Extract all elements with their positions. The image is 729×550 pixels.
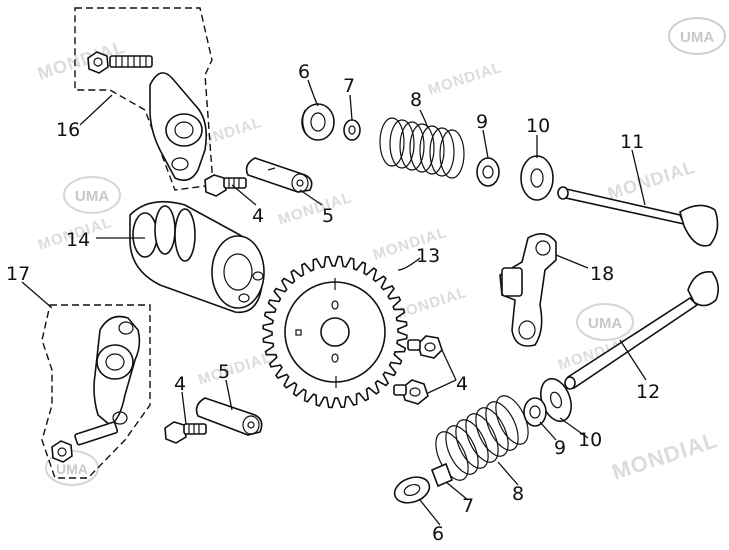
callout-6: 6 xyxy=(298,61,310,83)
logo-text: UMA xyxy=(75,188,109,205)
bolt-upper xyxy=(204,174,247,197)
valve-lower xyxy=(564,271,720,390)
valve-spring-upper xyxy=(379,117,465,179)
valve-seal-lower xyxy=(523,397,547,427)
callout-5: 5 xyxy=(322,205,334,227)
callout-9: 9 xyxy=(476,111,488,133)
callout-5: 5 xyxy=(218,361,230,383)
callout-8: 8 xyxy=(512,483,524,505)
callout-4: 4 xyxy=(456,373,468,395)
callout-8: 8 xyxy=(410,89,422,111)
rocker-pin-lower xyxy=(195,397,263,436)
camshaft xyxy=(129,200,265,314)
logo-text: UMA xyxy=(588,315,622,332)
callout-11: 11 xyxy=(620,131,644,153)
callout-4: 4 xyxy=(252,205,264,227)
group-boundary-17 xyxy=(41,304,151,479)
logo-text: UMA xyxy=(56,461,88,477)
bolt-lower xyxy=(164,421,207,444)
callout-17: 17 xyxy=(6,263,30,285)
callout-7: 7 xyxy=(462,495,474,517)
watermark-text: MONDIAL xyxy=(426,59,504,99)
callout-6: 6 xyxy=(432,523,444,545)
uma-logo: UMA xyxy=(63,176,121,214)
callout-9: 9 xyxy=(554,437,566,459)
valve-spring-lower xyxy=(435,395,529,481)
watermark-text: MONDIAL xyxy=(196,349,274,389)
valve-cotter-lower xyxy=(430,462,454,488)
callouts: 16 6 7 8 9 10 11 4 5 14 13 17 18 4 5 4 1… xyxy=(6,61,660,545)
rocker-pin-upper xyxy=(245,157,313,193)
callout-14: 14 xyxy=(66,229,90,251)
callout-7: 7 xyxy=(343,75,355,97)
callout-13: 13 xyxy=(416,245,440,267)
rocker-arm-lower xyxy=(51,315,141,463)
decompression-lever xyxy=(499,233,557,347)
callout-12: 12 xyxy=(636,381,660,403)
uma-logo: UMA xyxy=(576,303,634,341)
spring-retainer-upper xyxy=(301,103,335,141)
group-boundary-16 xyxy=(74,7,214,191)
valve-seal-upper xyxy=(476,157,500,187)
spring-seat-lower xyxy=(540,377,572,423)
cam-sprocket xyxy=(262,255,408,409)
callout-18: 18 xyxy=(590,263,614,285)
spring-retainer-lower xyxy=(393,476,431,504)
callout-4: 4 xyxy=(174,373,186,395)
bolt-sprocket-lower xyxy=(393,379,429,405)
watermark-text: MONDIAL xyxy=(605,157,698,204)
logo-text: UMA xyxy=(680,29,714,46)
watermark-text: MONDIAL xyxy=(391,284,469,324)
rocker-arm-upper xyxy=(87,51,208,181)
leader-lines xyxy=(21,79,647,526)
callout-10: 10 xyxy=(526,115,550,137)
uma-logo: UMA xyxy=(668,17,726,55)
watermark-text: MONDIAL xyxy=(609,427,721,485)
callout-16: 16 xyxy=(56,119,80,141)
callout-10: 10 xyxy=(578,429,602,451)
watermark-text: MONDIAL xyxy=(276,189,354,229)
bolt-sprocket-upper xyxy=(407,335,443,359)
valve-cotter-upper xyxy=(343,119,361,141)
valve-upper xyxy=(557,186,719,247)
spring-seat-upper xyxy=(520,155,554,201)
